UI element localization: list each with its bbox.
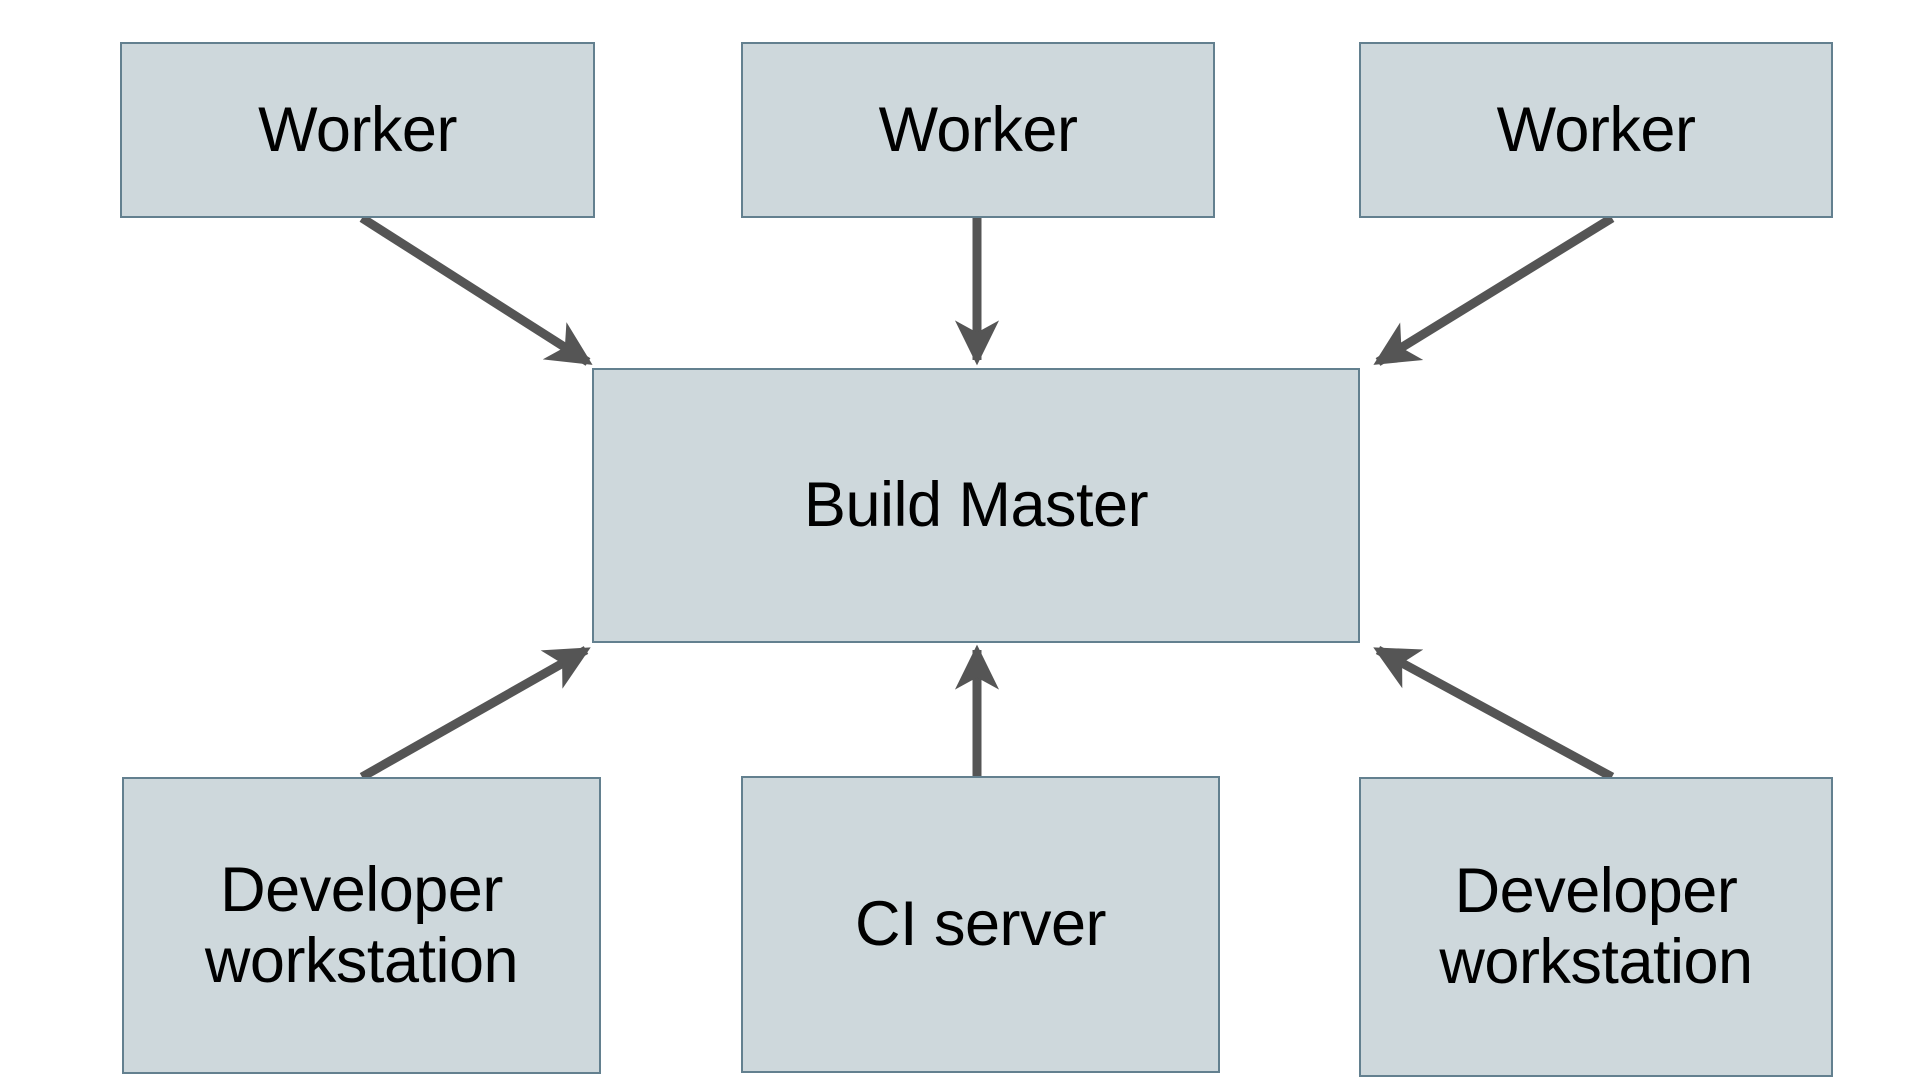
node-worker-1[interactable]: Worker <box>120 42 595 218</box>
node-label: Worker <box>1496 94 1696 165</box>
edge-dev-ws-left-to-master <box>359 646 591 781</box>
node-label: Build Master <box>803 470 1149 541</box>
node-developer-workstation-right[interactable]: Developer workstation <box>1359 777 1833 1077</box>
node-developer-workstation-left[interactable]: Developer workstation <box>122 777 601 1074</box>
node-label: CI server <box>854 889 1107 960</box>
edge-worker-1-to-master <box>359 214 593 366</box>
node-worker-2[interactable]: Worker <box>741 42 1215 218</box>
node-worker-3[interactable]: Worker <box>1359 42 1833 218</box>
node-label: Worker <box>878 94 1078 165</box>
edge-dev-ws-right-to-master <box>1373 646 1615 781</box>
edge-worker-3-to-master <box>1373 214 1615 366</box>
node-label: Worker <box>258 94 457 165</box>
node-ci-server[interactable]: CI server <box>741 776 1220 1073</box>
node-build-master[interactable]: Build Master <box>592 368 1360 643</box>
node-label: Developer workstation <box>204 854 519 996</box>
node-label: Developer workstation <box>1439 856 1753 997</box>
